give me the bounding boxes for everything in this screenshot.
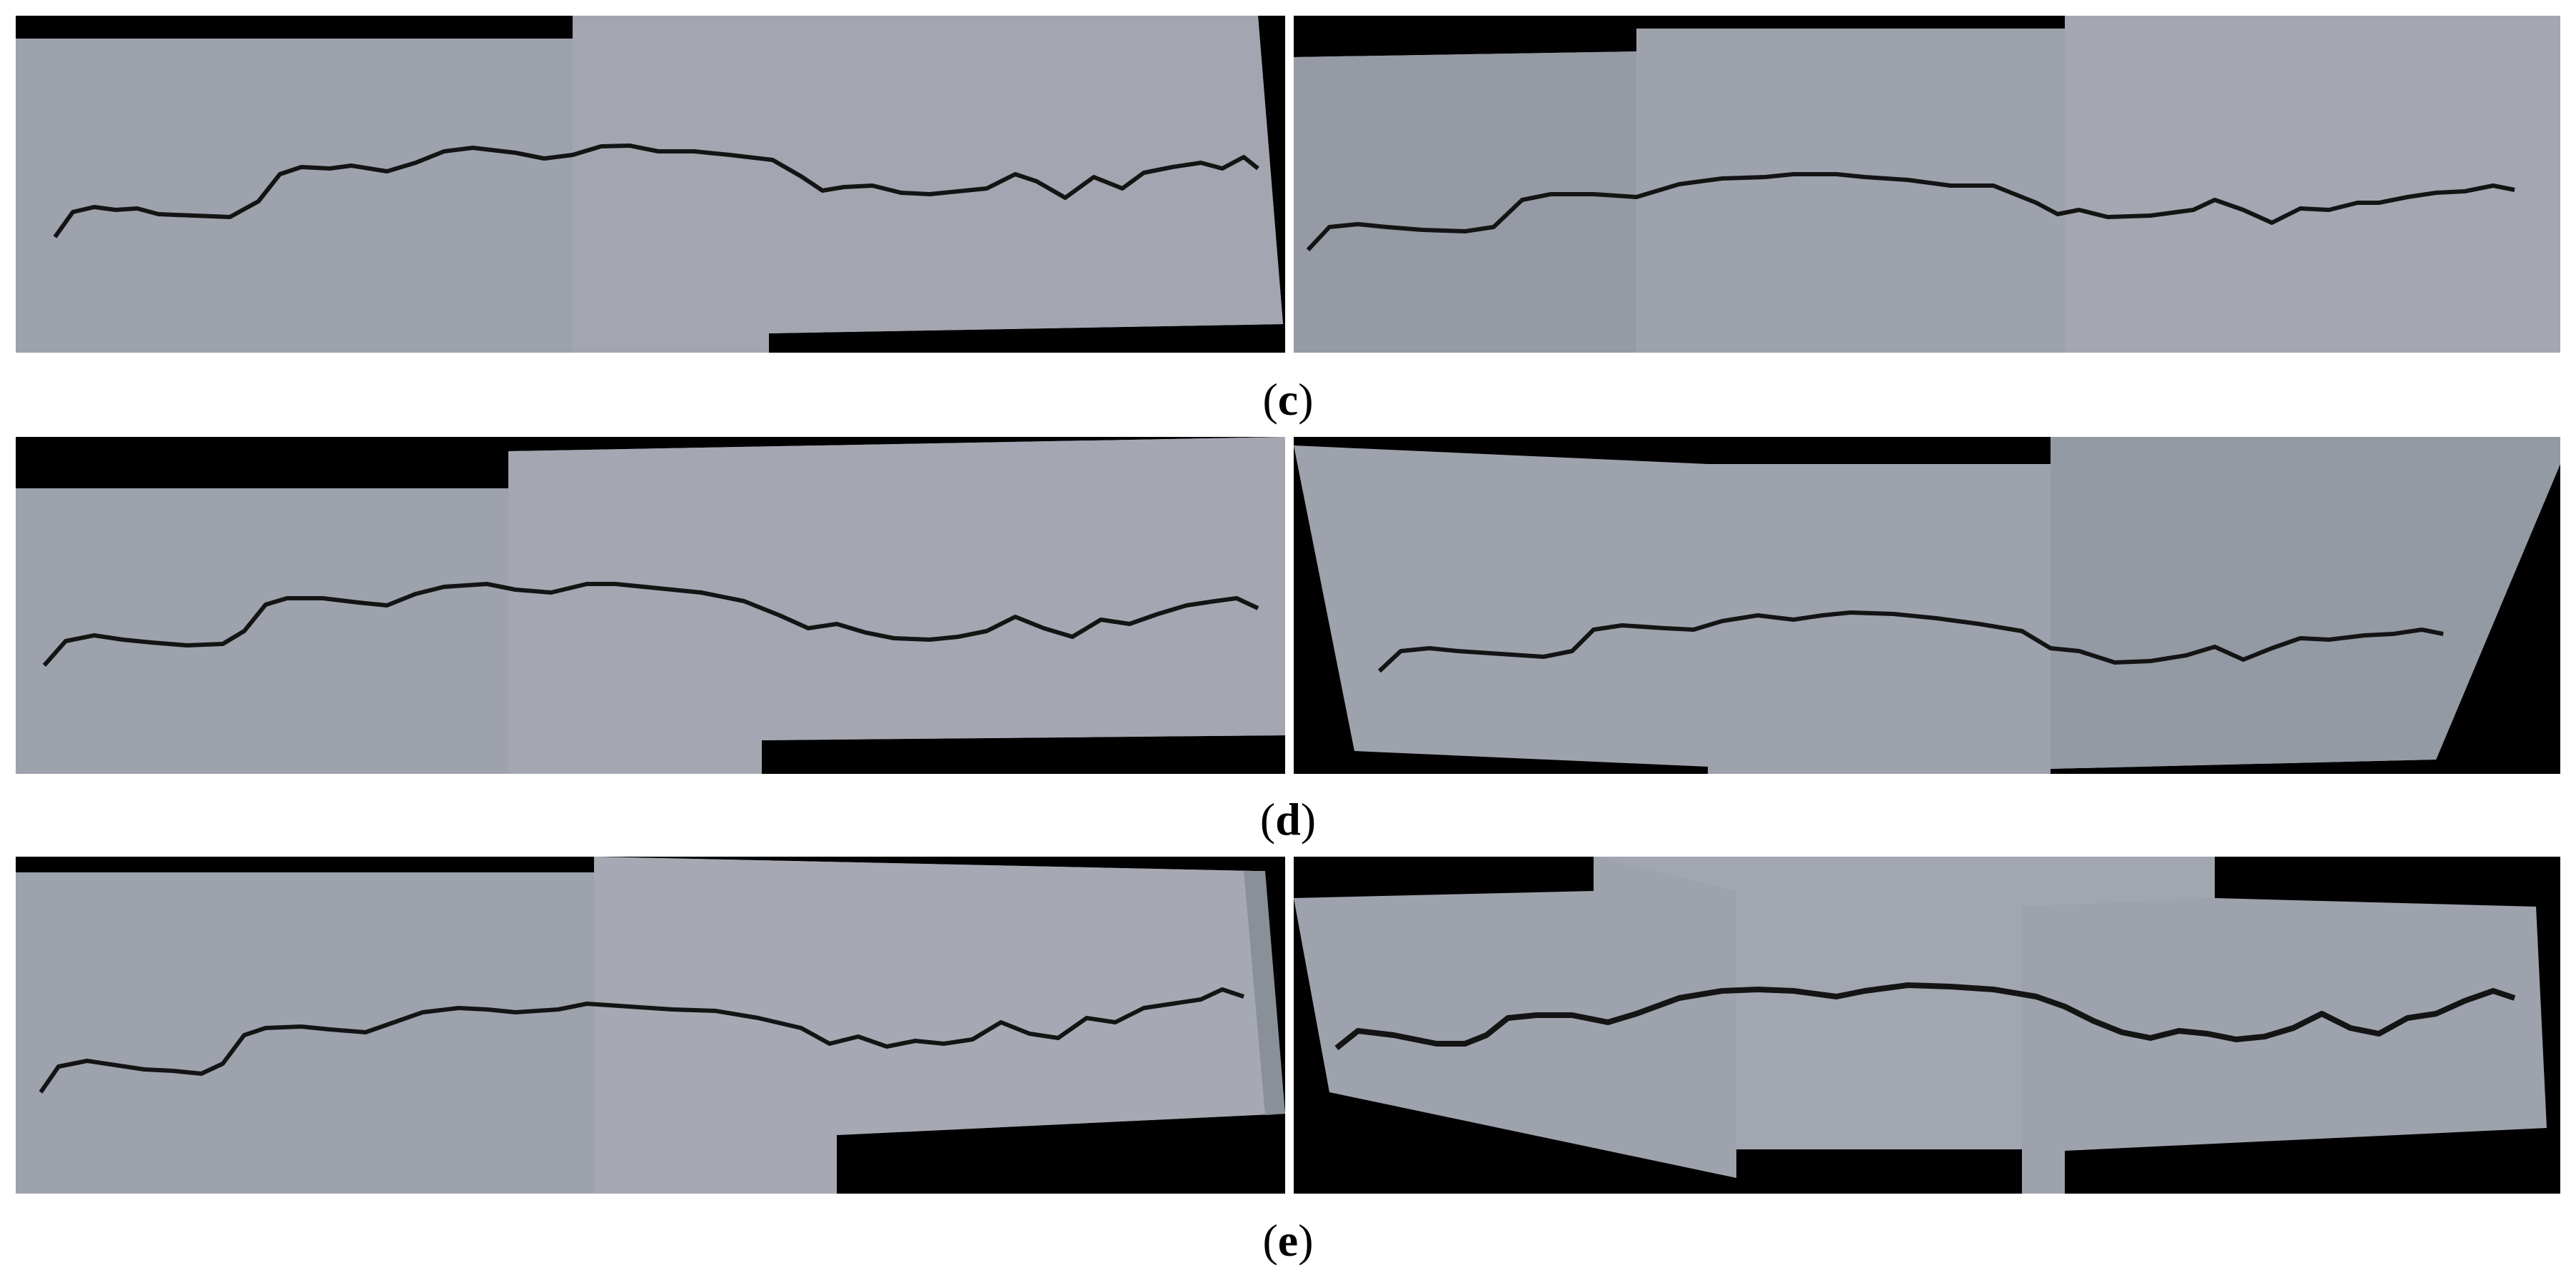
caption-d-open: ( (1259, 794, 1276, 845)
caption-d-close: ) (1300, 794, 1317, 845)
stitched-image-c-left (16, 16, 1285, 353)
crack-line (42, 582, 1259, 667)
caption-c-letter: c (1277, 374, 1299, 425)
caption-e: (e) (0, 1218, 2576, 1264)
caption-e-close: ) (1298, 1215, 1314, 1266)
crack-line (1306, 172, 2515, 252)
caption-c: (c) (0, 377, 2576, 423)
stitched-image-e-right (1294, 857, 2560, 1194)
stitched-image-d-left (16, 437, 1285, 774)
crack-line (1377, 610, 2444, 673)
stitched-image-d-right (1294, 437, 2560, 774)
caption-e-letter: e (1277, 1215, 1299, 1266)
crack-line (53, 143, 1259, 238)
stitched-image-c-right (1294, 16, 2560, 353)
stitched-image-e-left (16, 857, 1285, 1194)
caption-c-open: ( (1262, 374, 1278, 425)
caption-e-open: ( (1262, 1215, 1278, 1266)
caption-d: (d) (0, 797, 2576, 842)
caption-d-letter: d (1275, 794, 1301, 845)
crack-line (39, 987, 1244, 1094)
crack-line (1334, 982, 2516, 1051)
caption-c-close: ) (1298, 374, 1314, 425)
